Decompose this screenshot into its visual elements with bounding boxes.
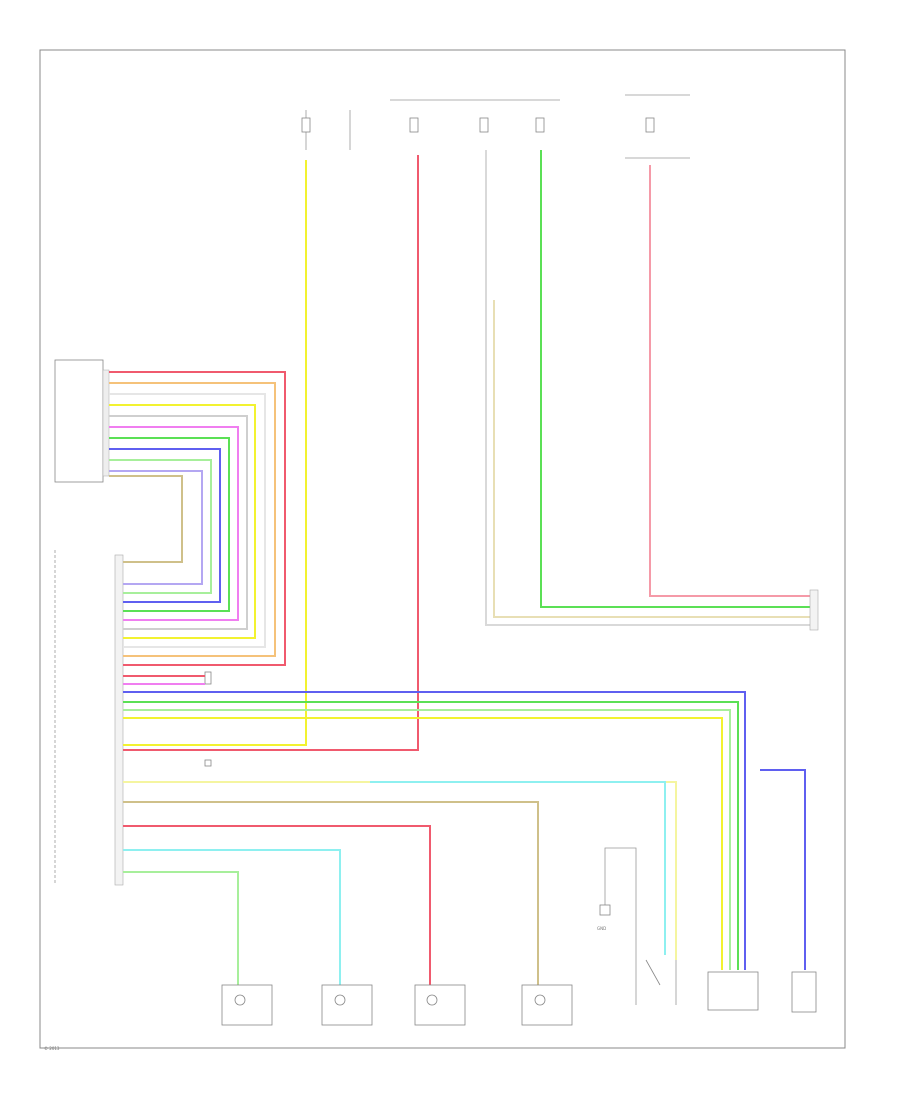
steering-angle-sensor <box>791 971 817 1013</box>
wire-red-ws <box>123 825 431 985</box>
fuse-block-1 <box>301 110 351 150</box>
control-module-connector <box>114 554 124 886</box>
wire-yellow-feed <box>123 160 307 746</box>
sensor-rear-right <box>521 984 573 1026</box>
fuse-block-2 <box>390 99 560 133</box>
wire-green-feed <box>540 150 810 608</box>
switch-assembly <box>599 847 677 1005</box>
wire-blue-right <box>760 769 806 970</box>
ground-icon <box>599 904 611 916</box>
wire-red-feed <box>123 155 419 751</box>
wire-green-ws <box>123 871 239 985</box>
wire-pink-feed <box>649 165 810 597</box>
wire-cyan-ws2 <box>123 849 341 985</box>
diagram-frame <box>39 49 846 1049</box>
wire-tan-feed <box>493 300 810 618</box>
fuse-block-3 <box>625 94 690 159</box>
wire-lightgreen-sensor <box>123 709 731 970</box>
wire-gray-feed <box>485 150 810 626</box>
sensor-icon <box>234 994 246 1006</box>
wire-tan-ws <box>123 801 539 985</box>
wire-yellow-sensor <box>123 717 723 970</box>
sensor-rear-left <box>414 984 466 1026</box>
combination-switch <box>54 359 104 483</box>
ground-label: GND <box>597 926 606 931</box>
footer-text: © 2013 <box>44 1046 60 1051</box>
wire-blue-sensor <box>123 691 746 970</box>
wire-cyan-ws <box>370 781 666 955</box>
right-connector <box>809 589 819 631</box>
sensor-front-left <box>221 984 273 1026</box>
sensor-front-right <box>321 984 373 1026</box>
splice-near-module <box>204 671 212 767</box>
wire-green-sensor <box>123 701 739 970</box>
wire-yellow-ws <box>123 781 677 960</box>
yaw-rate-sensor <box>707 971 759 1011</box>
combination-switch-pins <box>102 369 110 477</box>
switch-icon <box>645 959 661 986</box>
combination-switch-harness <box>109 371 286 666</box>
